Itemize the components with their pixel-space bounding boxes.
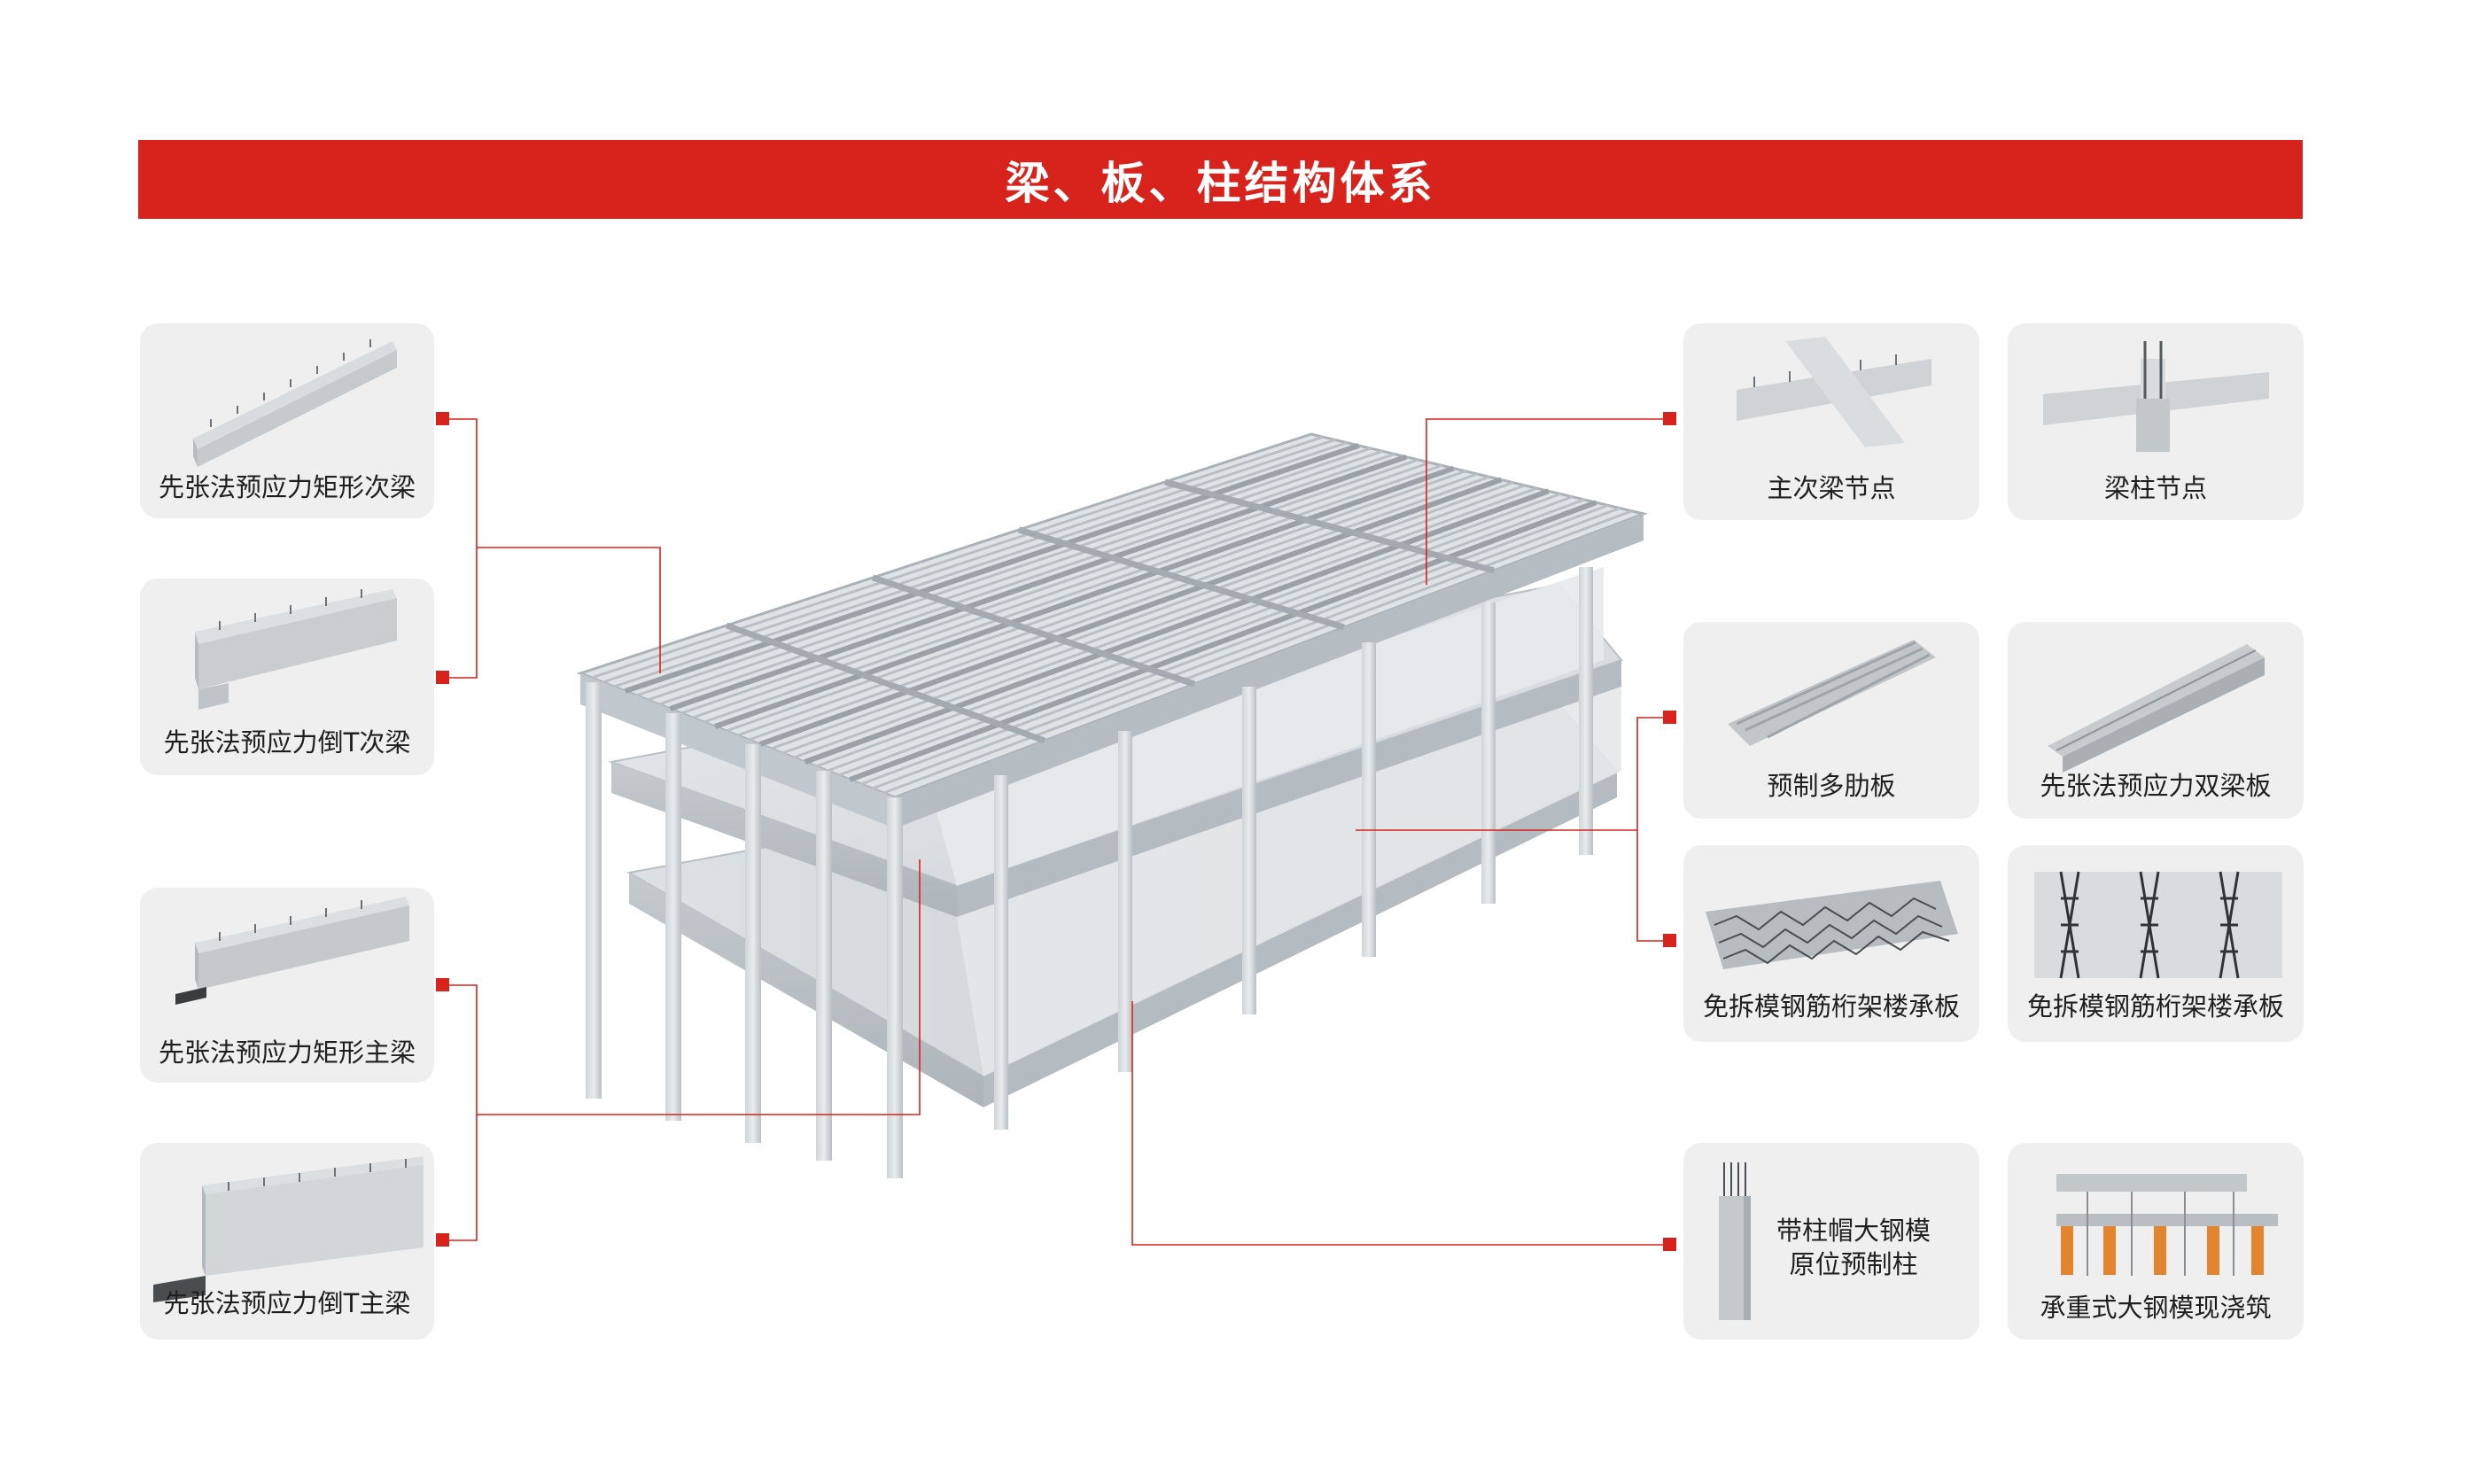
card-truss-deck-1[interactable]: 免拆模钢筋桁架楼承板 xyxy=(1683,845,1979,1042)
card-steel-formwork[interactable]: 承重式大钢模现浇筑 xyxy=(2008,1143,2304,1340)
roof-main-beam xyxy=(871,574,1196,688)
card-label-line2: 原位预制柱 xyxy=(1789,1249,1918,1279)
marker-square xyxy=(1663,412,1676,425)
roof-rib xyxy=(613,441,1348,688)
marker-square xyxy=(436,671,449,684)
roof-rib xyxy=(781,484,1526,755)
page-title: 梁、板、柱结构体系 xyxy=(1005,157,1436,209)
level-1-slab-side xyxy=(983,771,1617,1107)
card-inverted-t-main-beam[interactable]: 先张法预应力倒T主梁 xyxy=(140,1143,434,1340)
roof-rib xyxy=(680,458,1419,715)
card-label: 先张法预应力矩形次梁 xyxy=(158,472,416,502)
truss-deck-illustration xyxy=(1706,881,1958,969)
roof-rib xyxy=(692,461,1431,719)
column xyxy=(665,713,681,1121)
rect-main-beam-illustration xyxy=(175,897,409,1005)
roof-rib xyxy=(647,449,1383,702)
level-3-bay-shading xyxy=(930,567,1604,886)
card-label: 先张法预应力矩形主梁 xyxy=(158,1037,416,1068)
marker-square xyxy=(436,1233,449,1247)
roof-rib xyxy=(714,465,1455,729)
card-label: 主次梁节点 xyxy=(1767,473,1896,503)
column xyxy=(1242,687,1256,1014)
roof-rib xyxy=(591,435,1324,680)
card-double-beam-slab[interactable]: 先张法预应力双梁板 xyxy=(2008,622,2304,819)
roof-rib xyxy=(703,463,1442,724)
roof-rib xyxy=(827,495,1574,773)
card-label: 免拆模钢筋桁架楼承板 xyxy=(1702,991,1960,1022)
card-label: 承重式大钢模现浇筑 xyxy=(2040,1293,2272,1323)
card-label: 预制多肋板 xyxy=(1767,771,1896,801)
card-precast-column[interactable]: 带柱帽大钢模 原位预制柱 xyxy=(1683,1143,1979,1340)
roof-rib xyxy=(624,443,1360,694)
steel-formwork-illustration xyxy=(2056,1174,2278,1276)
card-label-line1: 带柱帽大钢模 xyxy=(1776,1216,1931,1246)
roof-rib xyxy=(882,509,1633,795)
card-multi-rib-slab[interactable]: 预制多肋板 xyxy=(1683,622,1979,819)
roof-rib xyxy=(748,475,1490,742)
card-rect-secondary-beam[interactable]: 先张法预应力矩形次梁 xyxy=(140,323,434,518)
rect-beam-illustration xyxy=(193,339,397,467)
inverted-t-beam-illustration xyxy=(195,589,397,710)
roof-rib xyxy=(658,453,1395,706)
truss-deck-detail-illustration xyxy=(2034,871,2282,979)
marker-square xyxy=(1663,1238,1676,1251)
column xyxy=(887,797,903,1178)
title-banner: 梁、板、柱结构体系 xyxy=(138,140,2303,219)
marker-square xyxy=(1663,934,1676,947)
building-columns xyxy=(586,567,1593,1178)
roof-rib xyxy=(669,454,1408,711)
roof-rib xyxy=(726,470,1466,733)
column xyxy=(994,775,1008,1130)
double-beam-slab-illustration xyxy=(2048,644,2265,773)
roof-rib xyxy=(849,500,1597,782)
roof-rib xyxy=(804,488,1550,765)
column xyxy=(745,744,761,1143)
card-main-secondary-beam-joint[interactable]: 主次梁节点 xyxy=(1683,323,1979,520)
marker-square xyxy=(1663,711,1676,724)
card-label: 先张法预应力双梁板 xyxy=(2040,771,2272,801)
card-inverted-t-secondary-beam[interactable]: 先张法预应力倒T次梁 xyxy=(140,579,434,775)
card-label: 先张法预应力倒T次梁 xyxy=(163,727,411,758)
column xyxy=(1579,567,1593,855)
roof-rib xyxy=(635,447,1372,697)
card-label: 免拆模钢筋桁架楼承板 xyxy=(2026,991,2284,1022)
roof-secondary-beams xyxy=(591,435,1633,795)
roof-main-beam xyxy=(1017,526,1346,631)
card-beam-column-joint[interactable]: 梁柱节点 xyxy=(2008,323,2304,520)
roof-rib xyxy=(758,477,1503,747)
roof-rib xyxy=(737,472,1478,737)
marker-square xyxy=(436,978,449,991)
roof-rib xyxy=(860,503,1609,786)
card-truss-deck-2[interactable]: 免拆模钢筋桁架楼承板 xyxy=(2008,845,2304,1042)
roof-side-beam xyxy=(895,514,1644,828)
inverted-t-main-beam-illustration xyxy=(153,1156,424,1302)
column xyxy=(1481,602,1496,904)
column xyxy=(586,682,602,1099)
column xyxy=(816,771,832,1161)
roof-rib xyxy=(793,486,1537,759)
roof-rib xyxy=(602,439,1336,684)
card-label: 梁柱节点 xyxy=(2103,473,2207,503)
column xyxy=(1118,731,1132,1072)
level-2-slab-front xyxy=(611,762,957,917)
card-rect-main-beam[interactable]: 先张法预应力矩形主梁 xyxy=(140,888,434,1083)
roof-rib xyxy=(771,481,1514,750)
column xyxy=(1362,642,1376,957)
beam-joint-illustration xyxy=(1737,337,1931,447)
roof-main-beam xyxy=(1164,478,1495,574)
precast-column-illustration xyxy=(1719,1162,1751,1320)
card-label: 先张法预应力倒T主梁 xyxy=(163,1288,411,1318)
roof-main-beam xyxy=(725,622,1046,744)
roof-rib xyxy=(872,507,1620,790)
marker-square xyxy=(436,412,449,425)
multi-rib-slab-illustration xyxy=(1728,640,1936,746)
roof-rib xyxy=(815,493,1561,768)
beam-column-joint-illustration xyxy=(2043,341,2269,452)
roof-rib xyxy=(838,498,1585,777)
